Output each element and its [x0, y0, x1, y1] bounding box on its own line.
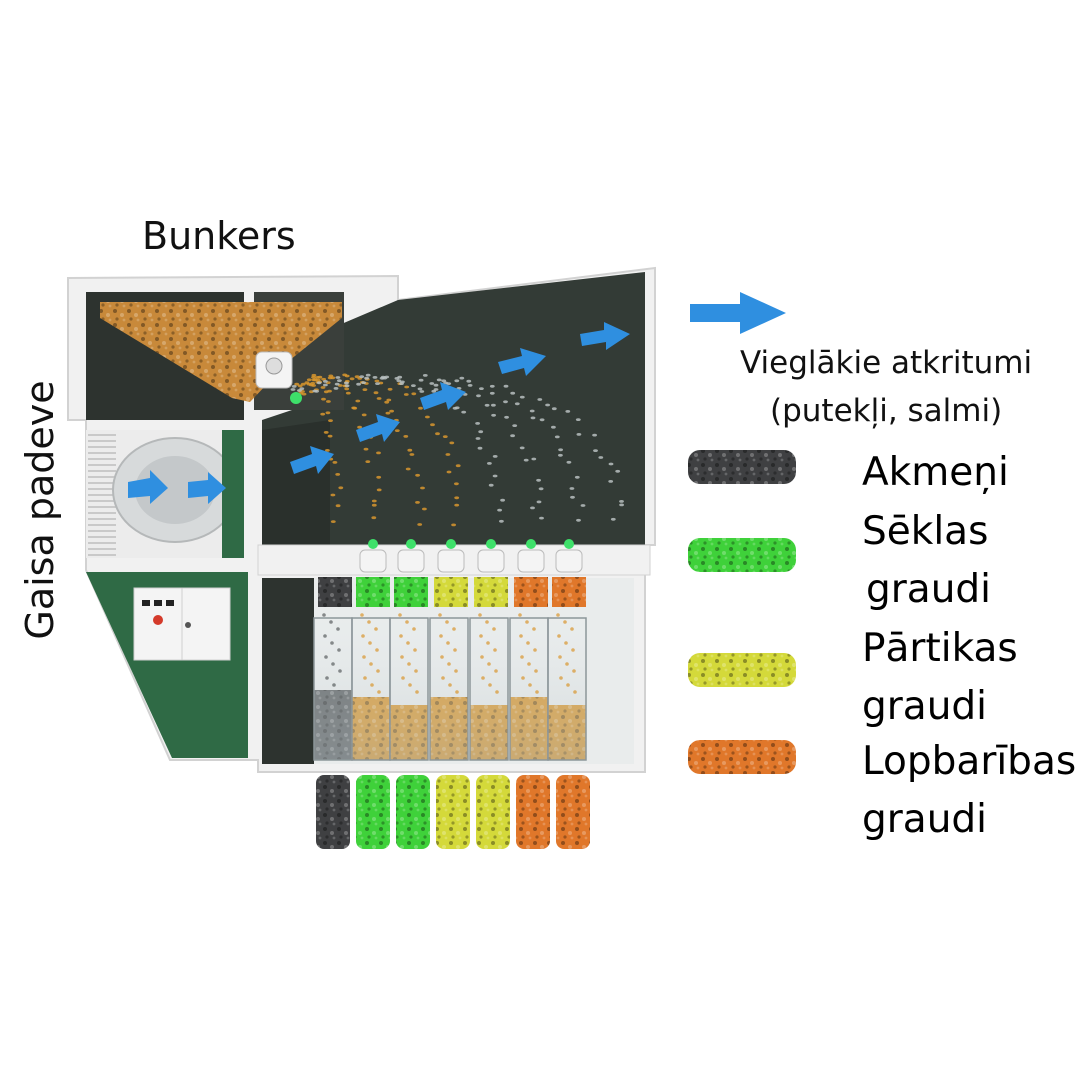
- legend-label: Pārtikas: [862, 626, 1018, 671]
- light-waste-label: Vieglākie atkritumi: [740, 345, 1033, 381]
- arrow-icon: [420, 382, 466, 410]
- sorted-grain-boxes: [316, 775, 590, 849]
- legend-swatches: [688, 450, 796, 774]
- indicator-light: [368, 539, 378, 549]
- legend-label: graudi: [862, 797, 987, 842]
- indicator-light: [564, 539, 574, 549]
- indicator-light: [406, 539, 416, 549]
- arrow-icon: [498, 348, 546, 376]
- arrow-icon: [356, 414, 400, 442]
- indicator-light: [446, 539, 456, 549]
- sorting-chutes: [318, 539, 586, 607]
- arrow-icon: [188, 472, 226, 504]
- arrow-icon: [128, 470, 168, 504]
- feed-roller: [255, 351, 302, 404]
- air-flow-arrows: [128, 292, 786, 504]
- indicator-light: [486, 539, 496, 549]
- grain-spray: [290, 373, 624, 527]
- air-supply-label: Gaisa padeve: [18, 380, 62, 640]
- light-waste-sublabel: (putekļi, salmi): [770, 393, 1003, 429]
- bunker-label: Bunkers: [142, 214, 296, 258]
- legend-label: Lopbarības: [862, 739, 1077, 784]
- indicator-light: [526, 539, 536, 549]
- air-intake-vent: [88, 432, 116, 556]
- legend-label: Sēklas: [862, 509, 989, 554]
- arrow-icon: [290, 446, 334, 474]
- air-supply-label-wrapper: Gaisa padeve: [10, 380, 70, 640]
- exhaust-arrow-icon: [690, 292, 786, 334]
- arrow-icon: [580, 322, 630, 350]
- legend-label: graudi: [862, 684, 987, 729]
- legend-label: Akmeņi: [862, 450, 1009, 495]
- legend-label: graudi: [866, 567, 991, 612]
- collection-bins: [313, 613, 587, 761]
